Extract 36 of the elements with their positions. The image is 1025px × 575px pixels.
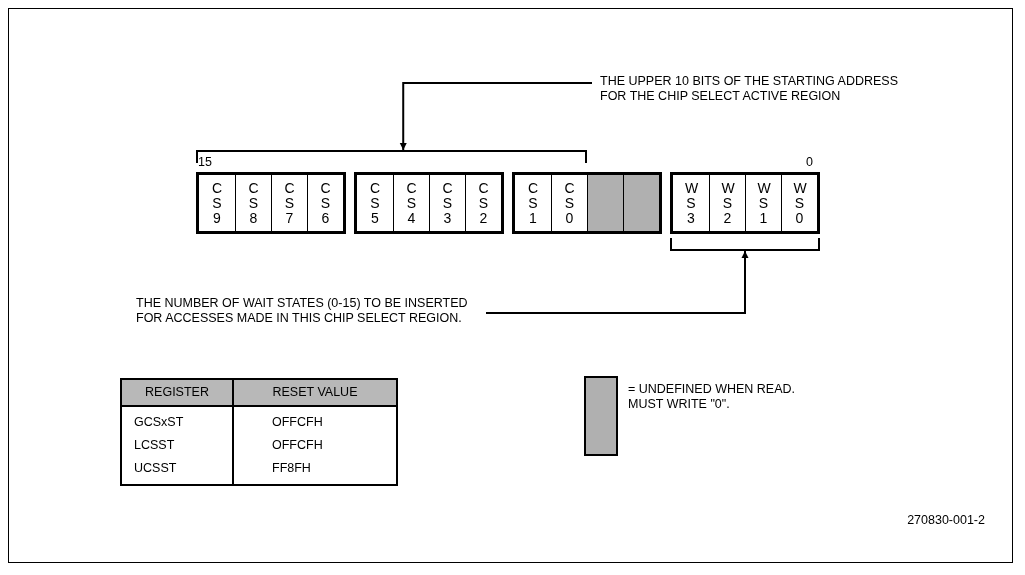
leader-arrow (485, 250, 749, 314)
table-cell: UCSST (122, 457, 234, 484)
bit-cell: C S 9 (199, 175, 235, 231)
table-cell-text: OFFCFH (271, 437, 324, 454)
reserved-bit (587, 175, 623, 231)
bit-number: 15 (198, 155, 212, 170)
leader-arrow (399, 82, 593, 151)
bit-cell: C S 1 (515, 175, 551, 231)
bit-cell: C S 7 (271, 175, 307, 231)
table-cell-text: OFFCFH (271, 414, 324, 431)
bit-group-box (512, 172, 662, 234)
reserved-bit (623, 175, 659, 231)
bit-group-box (670, 172, 820, 234)
bit-cell: C S 5 (357, 175, 393, 231)
bracket (670, 238, 820, 251)
bit-group-box (196, 172, 346, 234)
callout-text: THE UPPER 10 BITS OF THE STARTING ADDRESS FOR THE CHIP SELECT ACTIVE REGION (592, 74, 906, 104)
bit-cell: C S 6 (307, 175, 343, 231)
table-cell: LCSST (122, 434, 234, 457)
table-cell: GCSxST (122, 407, 234, 434)
bit-cell: W S 2 (709, 175, 745, 231)
bit-cell: C S 4 (393, 175, 429, 231)
bit-number: 0 (806, 155, 813, 170)
legend-text: = UNDEFINED WHEN READ. MUST WRITE "0". (628, 382, 797, 412)
bit-cell: C S 8 (235, 175, 271, 231)
table-cell-text: FF8FH (271, 460, 312, 477)
bit-cell: W S 0 (781, 175, 817, 231)
bit-cell: C S 3 (429, 175, 465, 231)
figure-number: 270830-001-2 (907, 513, 985, 528)
callout-text: THE NUMBER OF WAIT STATES (0-15) TO BE INSERTED FOR ACCESSES MADE IN THIS CHIP SELECT REGION. (128, 296, 486, 326)
table-header: RESET VALUE (234, 380, 396, 407)
bit-cell: W S 1 (745, 175, 781, 231)
bit-cell: W S 3 (673, 175, 709, 231)
bit-group-box (354, 172, 504, 234)
table-header: REGISTER (122, 380, 234, 407)
bit-cell: C S 2 (465, 175, 501, 231)
